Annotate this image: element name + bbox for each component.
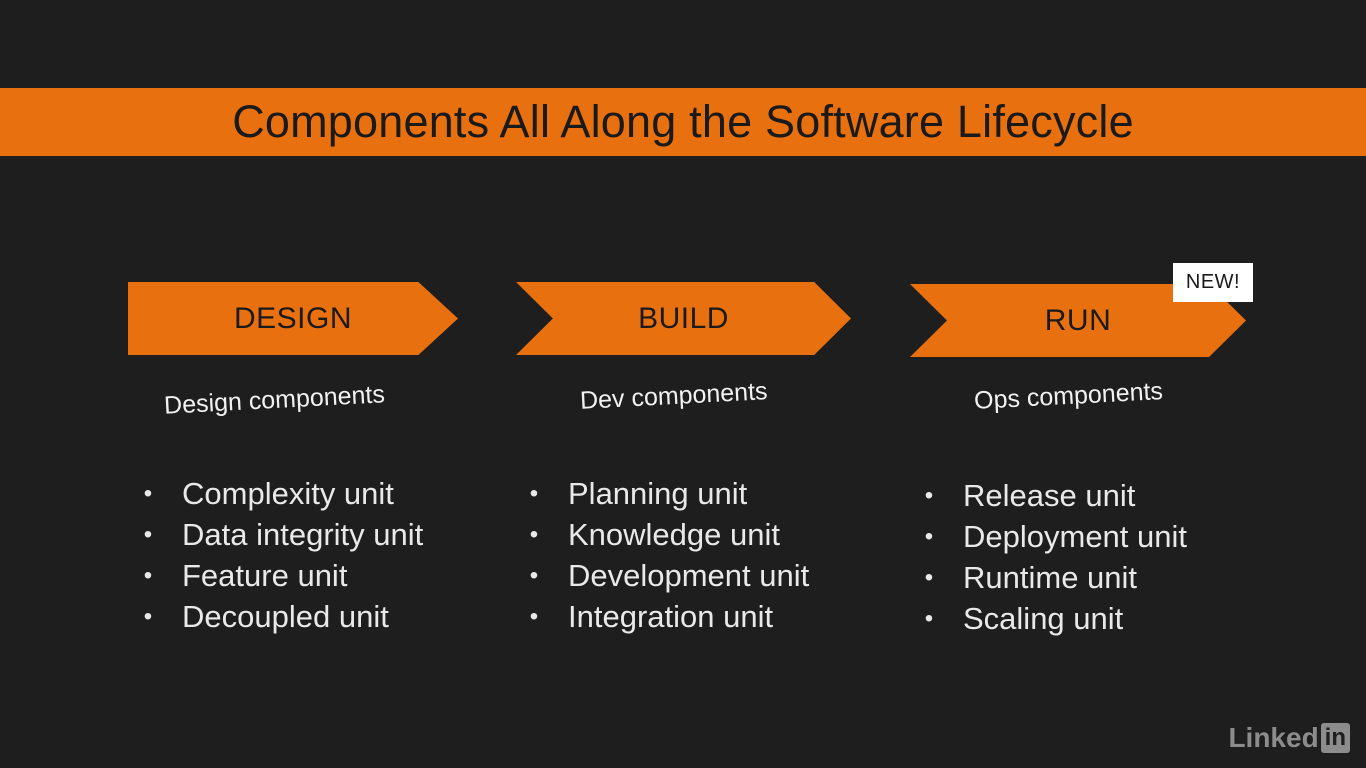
list-item-text: Planning unit bbox=[568, 476, 748, 511]
list-item: • Development unit bbox=[528, 555, 809, 596]
bullet-icon: • bbox=[529, 480, 539, 507]
list-item-text: Deployment unit bbox=[963, 519, 1188, 554]
title-band: Components All Along the Software Lifecy… bbox=[0, 88, 1366, 156]
list-item-text: Decoupled unit bbox=[182, 599, 389, 634]
list-item: • Deployment unit bbox=[923, 516, 1187, 557]
bullet-icon: • bbox=[529, 603, 539, 630]
list-item: • Data integrity unit bbox=[142, 514, 423, 555]
list-item-text: Integration unit bbox=[568, 599, 774, 634]
stage-arrow-design: DESIGN bbox=[128, 282, 458, 355]
list-item: • Complexity unit bbox=[142, 473, 423, 514]
list-item-text: Feature unit bbox=[182, 558, 348, 593]
stage-label-run: RUN bbox=[1044, 303, 1112, 337]
bullet-icon: • bbox=[143, 521, 153, 548]
bullet-icon: • bbox=[529, 562, 539, 589]
design-components-list: • Complexity unit • Data integrity unit • F… bbox=[142, 473, 423, 637]
logo-in-box: in bbox=[1320, 723, 1350, 753]
list-item-text: Knowledge unit bbox=[568, 517, 780, 552]
bullet-icon: • bbox=[143, 480, 153, 507]
stage-subtitle-run: Ops components bbox=[973, 377, 1164, 415]
list-item-text: Runtime unit bbox=[963, 560, 1138, 595]
dev-components-list: • Planning unit • Knowledge unit • Developm… bbox=[528, 473, 809, 637]
ops-components-list: • Release unit • Deployment unit • Runtime … bbox=[923, 475, 1187, 639]
logo-text: Linked bbox=[1228, 722, 1319, 753]
bullet-icon: • bbox=[924, 564, 934, 591]
bullet-icon: • bbox=[143, 562, 153, 589]
bullet-icon: • bbox=[924, 523, 934, 550]
list-item-text: Scaling unit bbox=[963, 601, 1124, 636]
new-badge: NEW! bbox=[1173, 263, 1253, 302]
list-item-text: Complexity unit bbox=[182, 476, 394, 511]
list-item: • Decoupled unit bbox=[142, 596, 423, 637]
slide-title: Components All Along the Software Lifecy… bbox=[232, 96, 1134, 147]
bullet-icon: • bbox=[924, 605, 934, 632]
linkedin-logo: Linked in bbox=[1228, 722, 1350, 754]
list-item: • Feature unit bbox=[142, 555, 423, 596]
list-item: • Scaling unit bbox=[923, 598, 1187, 639]
list-item-text: Development unit bbox=[568, 558, 810, 593]
list-item: • Planning unit bbox=[528, 473, 809, 514]
stage-subtitle-design: Design components bbox=[163, 380, 386, 420]
stage-label-build: BUILD bbox=[638, 301, 729, 335]
list-item: • Integration unit bbox=[528, 596, 809, 637]
list-item: • Release unit bbox=[923, 475, 1187, 516]
list-item-text: Data integrity unit bbox=[182, 517, 424, 552]
stage-arrow-build: BUILD bbox=[516, 282, 851, 355]
stage-label-design: DESIGN bbox=[233, 301, 353, 335]
bullet-icon: • bbox=[924, 482, 934, 509]
list-item-text: Release unit bbox=[963, 478, 1136, 513]
bullet-icon: • bbox=[143, 603, 153, 630]
list-item: • Runtime unit bbox=[923, 557, 1187, 598]
stage-subtitle-build: Dev components bbox=[579, 377, 769, 415]
list-item: • Knowledge unit bbox=[528, 514, 809, 555]
bullet-icon: • bbox=[529, 521, 539, 548]
